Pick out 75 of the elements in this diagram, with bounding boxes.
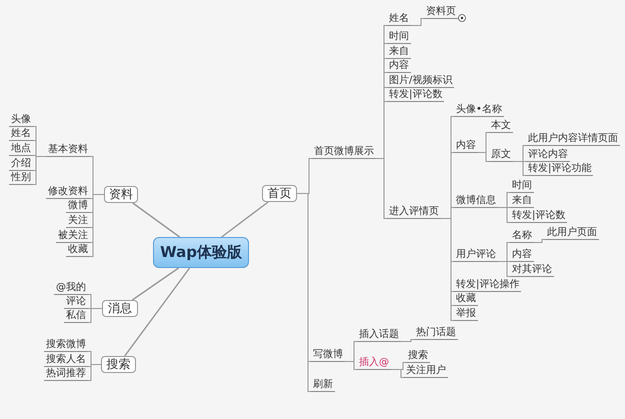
topic-label: 来自	[387, 45, 411, 59]
connector-line	[478, 152, 490, 162]
topic-label: 内容	[387, 59, 411, 73]
topic-box: 资料	[104, 186, 138, 203]
topic-label: 写微博	[311, 348, 345, 362]
topic-label: 收藏	[66, 243, 90, 257]
topic-label: 资料页	[424, 5, 458, 19]
topic-label: 修改资料	[46, 185, 90, 199]
topic-label: 搜索	[406, 349, 430, 363]
topic-label: 收藏	[454, 292, 478, 306]
topic-label: 时间	[510, 179, 534, 193]
topic-label: 内容	[510, 248, 534, 262]
connector-line	[124, 268, 190, 356]
connector-line	[132, 267, 179, 301]
topic-label: 热门话题	[414, 326, 458, 340]
connector-line	[88, 308, 102, 323]
topic-label: 对其评论	[510, 263, 554, 277]
topic-label: 转发|评论数	[387, 88, 444, 102]
connector-line	[376, 158, 388, 219]
connector-line	[132, 202, 180, 238]
topic-label: 搜索人名	[44, 353, 88, 367]
topic-label: 微博	[66, 199, 90, 213]
connector-line	[400, 339, 414, 342]
connector-line	[512, 161, 526, 176]
topic-label: 姓名	[9, 127, 33, 141]
topic-label: 头像•名称	[454, 103, 504, 117]
topic-label: 插入@	[357, 356, 391, 370]
topic-box: 搜索	[101, 356, 136, 373]
topic-label: 刷新	[311, 378, 335, 392]
topic-label: 用户评论	[454, 248, 498, 262]
topic-label: 进入评情页	[387, 205, 441, 219]
topic-label: 内容	[454, 139, 478, 153]
connector-line	[344, 361, 358, 370]
connector-line	[296, 193, 312, 392]
topic-box: 首页	[262, 185, 297, 202]
topic-label: 转发|评论操作	[454, 278, 522, 292]
topic-label: 微博信息	[454, 194, 498, 208]
topic-label: 转发|评论功能	[526, 162, 594, 176]
topic-label: 原文	[489, 148, 513, 162]
topic-label: 基本资料	[46, 143, 90, 157]
topic-label: 评论	[64, 295, 88, 309]
topic-label: 关注	[66, 214, 90, 228]
topic-label: 热词推荐	[44, 367, 88, 381]
topic-label: 本文	[489, 119, 513, 133]
connector-line	[534, 239, 546, 243]
connector-line	[221, 201, 269, 238]
topic-label: 姓名	[387, 12, 411, 26]
topic-label: 性别	[9, 171, 33, 185]
topic-label: 关注用户	[404, 364, 448, 378]
connector-line	[390, 369, 404, 378]
topic-label: 介绍	[9, 157, 33, 171]
topic-label: 图片/视频标识	[387, 74, 454, 88]
topic-label: 此用户页面	[545, 226, 599, 240]
topic-label: 私信	[64, 309, 88, 323]
topic-label: @我的	[54, 281, 88, 295]
topic-label: 转发|评论数	[510, 209, 568, 223]
topic-label: 插入话题	[357, 328, 401, 342]
topic-box: 消息	[102, 300, 138, 317]
topic-label: 头像	[9, 113, 33, 127]
topic-label: 搜索微博	[44, 338, 88, 352]
topic-label: 时间	[387, 30, 411, 44]
connector-line	[498, 261, 510, 277]
topic-label: 此用户内容详情页面	[526, 132, 620, 146]
connector-line	[410, 18, 424, 26]
connector-line	[498, 207, 510, 223]
topic-label: 举报	[454, 307, 478, 321]
topic-label: 来自	[510, 194, 534, 208]
topic-label: 首页微博展示	[312, 145, 376, 159]
central-topic-box: Wap体验版	[153, 237, 249, 268]
topic-label: 被关注	[56, 229, 90, 243]
topic-label: 评论内容	[526, 148, 570, 162]
topic-label: 地点	[9, 142, 33, 156]
topic-label: 名称	[510, 229, 534, 243]
connector-line	[32, 156, 46, 185]
connector-line	[90, 194, 104, 257]
